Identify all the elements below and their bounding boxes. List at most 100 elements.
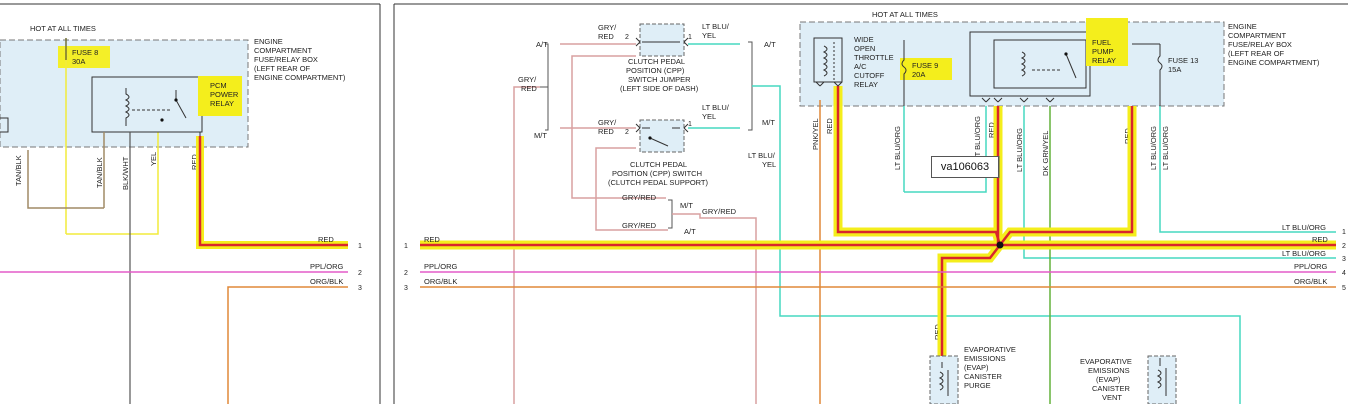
diagram-id-callout: va106063 <box>931 156 999 178</box>
left-bus-label-3: ORG/BLK <box>310 277 343 286</box>
mode-mt-left: M/T <box>534 131 547 140</box>
right-bus-right-label-2: RED <box>1312 235 1328 244</box>
cpp-switch-right-pin: 1 <box>688 121 692 128</box>
right-bus-left-label-1: RED <box>424 235 440 244</box>
left-box-label-2: COMPARTMENT <box>254 46 312 55</box>
right-box-label-3: FUSE/RELAY BOX <box>1228 40 1292 49</box>
wire-label-lt-blu-org-4: LT BLU/ORG <box>1149 126 1158 170</box>
right-bus-right-label-3: LT BLU/ORG <box>1282 249 1326 258</box>
evap-purge-label-2: EMISSIONS <box>964 354 1006 363</box>
cpp-switch-right-wire-2: YEL <box>702 112 716 121</box>
cpp-switch-jumper: GRY/ RED 2 1 LT BLU/ YEL A/T CLUTCH PEDA… <box>598 22 776 93</box>
right-box-label-1: ENGINE <box>1228 22 1257 31</box>
cpp-jumper-label-4: (LEFT SIDE OF DASH) <box>620 84 699 93</box>
evap-vent-label-3: (EVAP) <box>1096 375 1121 384</box>
cpp-switch-label-1: CLUTCH PEDAL <box>630 160 687 169</box>
cpp-switch-left-pin: 2 <box>625 129 629 136</box>
wot-relay-label-4: A/C <box>854 62 867 71</box>
right-bus-right-num-4: 4 <box>1342 270 1346 277</box>
tan-blk-wire <box>27 150 104 209</box>
pcm-relay-label-1: PCM <box>210 81 227 90</box>
left-wire-label-yel: YEL <box>149 152 158 166</box>
right-bus-left-num-3: 3 <box>404 285 408 292</box>
cpp-switch-left-wire-2: RED <box>598 127 614 136</box>
pcm-relay-label-2: POWER <box>210 90 239 99</box>
cpp-jumper-mode: A/T <box>764 40 776 49</box>
mode-mt-lower: M/T <box>680 201 693 210</box>
evap-purge-label-1: EVAPORATIVE <box>964 345 1016 354</box>
fuse8-highlight <box>58 46 110 68</box>
cpp-jumper-right-wire-2: YEL <box>702 31 716 40</box>
wot-relay-label-3: THROTTLE <box>854 53 894 62</box>
right-bus-right-label-1: LT BLU/ORG <box>1282 223 1326 232</box>
right-bus-left-num-2: 2 <box>404 270 408 277</box>
right-bus-right-label-4: PPL/ORG <box>1294 262 1328 271</box>
right-panel: GRY/ RED 2 1 LT BLU/ YEL A/T CLUTCH PEDA… <box>393 3 1348 404</box>
right-bus-right-label-5: ORG/BLK <box>1294 277 1327 286</box>
cpp-switch-label-2: POSITION (CPP) SWITCH <box>612 169 702 178</box>
left-org-blk-wire <box>227 286 348 404</box>
left-wire-label-blk-wht: BLK/WHT <box>121 156 130 190</box>
right-bus-right-num-1: 1 <box>1342 229 1346 236</box>
pcm-relay-coil-icon <box>124 88 130 126</box>
left-hot-label: HOT AT ALL TIMES <box>30 24 96 33</box>
left-bus-num-3: 3 <box>358 285 362 292</box>
fuse8-amp: 30A <box>72 57 85 66</box>
wire-label-lt-blu-org-2: LT BLU/ORG <box>973 116 982 160</box>
right-box-label-5: ENGINE COMPARTMENT) <box>1228 58 1320 67</box>
cpp-jumper-label-1: CLUTCH PEDAL <box>628 57 685 66</box>
evap-vent-label-1: EVAPORATIVE <box>1080 357 1132 366</box>
mode-at-left: A/T <box>536 40 548 49</box>
left-box-label-4: (LEFT REAR OF <box>254 64 311 73</box>
gry-red-lower-3: GRY/RED <box>702 207 737 216</box>
wire-label-pnk-yel: PNK/YEL <box>811 118 820 150</box>
right-bus-left-label-2: PPL/ORG <box>424 262 458 271</box>
right-bus-left-num-1: 1 <box>404 243 408 250</box>
left-box-label-1: ENGINE <box>254 37 283 46</box>
cpp-jumper-right-pin: 1 <box>688 34 692 41</box>
wire-label-lt-blu-org-5: LT BLU/ORG <box>1161 126 1170 170</box>
wire-label-lt-blu-org-3: LT BLU/ORG <box>1015 128 1024 172</box>
left-wire-label-tan-blk-2: TAN/BLK <box>95 157 104 188</box>
right-box-label-2: COMPARTMENT <box>1228 31 1286 40</box>
cpp-jumper-right-wire-1: LT BLU/ <box>702 22 730 31</box>
left-bus-label-1: RED <box>318 235 334 244</box>
left-panel: HOT AT ALL TIMES ENGINE COMPARTMENT FUSE… <box>0 3 381 404</box>
right-bus-right-num-3: 3 <box>1342 256 1346 263</box>
left-box-label-5: ENGINE COMPARTMENT) <box>254 73 346 82</box>
cpp-switch-label-3: (CLUTCH PEDAL SUPPORT) <box>608 178 709 187</box>
evap-purge-label-5: PURGE <box>964 381 991 390</box>
cpp-jumper-left-wire-1: GRY/ <box>598 23 617 32</box>
wot-relay-coil-icon <box>822 45 828 77</box>
left-bus-num-1: 1 <box>358 243 362 250</box>
right-fuse-relay-box <box>799 21 1225 107</box>
wire-label-dk-grn-yel: DK GRN/YEL <box>1041 131 1050 176</box>
fuse8-label: FUSE 8 <box>72 48 98 57</box>
gry-red-lower-2: GRY/RED <box>622 221 657 230</box>
pcm-relay-highlight <box>198 76 242 116</box>
cpp-switch: GRY/ RED 2 1 LT BLU/ YEL M/T CLUTCH PEDA… <box>598 103 775 187</box>
mode-at-lower: A/T <box>684 227 696 236</box>
cpp-jumper-label-2: POSITION (CPP) <box>626 66 685 75</box>
highlighted-red-circuit <box>420 86 1336 360</box>
cpp-switch-left-wire-1: GRY/ <box>598 118 617 127</box>
fuse9-amp: 20A <box>912 70 925 79</box>
wire-label-red-2: RED <box>987 122 996 138</box>
splice-point <box>996 241 1004 249</box>
left-wire-label-tan-blk-1: TAN/BLK <box>14 155 23 186</box>
cpp-jumper-left-pin: 2 <box>625 34 629 41</box>
fuel-pump-relay-label-2: PUMP <box>1092 47 1114 56</box>
right-hot-label: HOT AT ALL TIMES <box>872 10 938 19</box>
cpp-switch-mode: M/T <box>762 118 775 127</box>
left-wire-label-red: RED <box>190 154 199 170</box>
pcm-relay-label-3: RELAY <box>210 99 234 108</box>
gry-red-lower-1: GRY/RED <box>622 193 657 202</box>
wire-label-red-1: RED <box>825 118 834 134</box>
wot-relay-label-1: WIDE <box>854 35 874 44</box>
wot-relay-label-6: RELAY <box>854 80 878 89</box>
fuel-pump-relay-label-1: FUEL <box>1092 38 1111 47</box>
left-bus-label-2: PPL/ORG <box>310 262 344 271</box>
gry-red-left-1: GRY/ <box>518 75 537 84</box>
fuse13-label: FUSE 13 <box>1168 56 1198 65</box>
